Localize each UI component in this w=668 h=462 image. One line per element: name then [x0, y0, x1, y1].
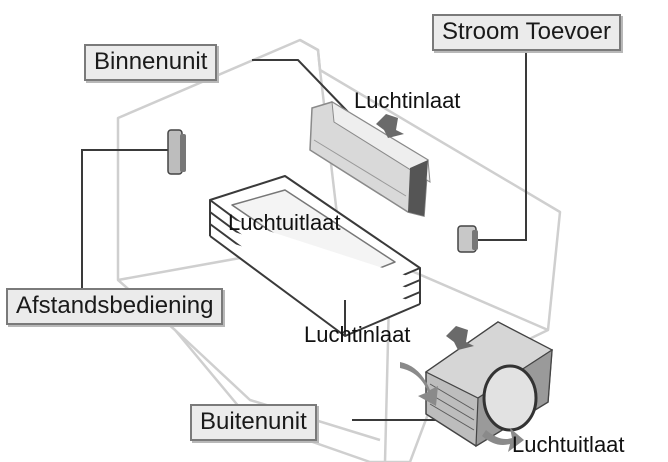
power-supply-label: Stroom Toevoer	[432, 14, 621, 51]
outdoor-unit-graphic	[400, 321, 554, 452]
sofa-graphic	[209, 175, 421, 337]
remote-control-graphic	[167, 129, 186, 175]
remote-control-label: Afstandsbediening	[6, 288, 224, 325]
indoor-unit-label: Binnenunit	[84, 44, 218, 81]
outdoor-unit-label: Buitenunit	[190, 404, 317, 441]
outdoor-air-inlet-label: Luchtinlaat	[304, 322, 411, 347]
connector-lines	[81, 44, 527, 421]
indoor-air-inlet-label: Luchtinlaat	[354, 88, 461, 113]
indoor-unit-graphic	[309, 101, 431, 217]
indoor-air-outlet-label: Luchtuitlaat	[228, 210, 341, 235]
power-outlet-graphic	[457, 225, 478, 253]
outdoor-air-outlet-label: Luchtuitlaat	[512, 432, 625, 457]
